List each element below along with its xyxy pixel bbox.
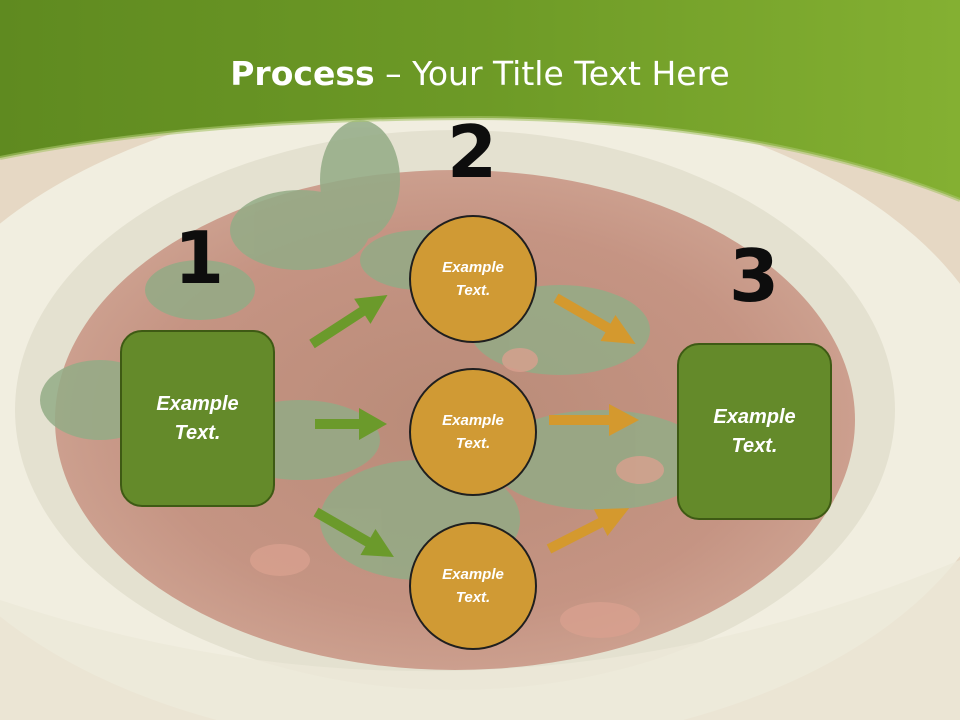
step-3-box: Example Text. xyxy=(677,343,832,520)
circle-top-label: Example Text. xyxy=(442,259,504,299)
step-2-circle-bottom: Example Text. xyxy=(409,522,537,650)
step-number-2: 2 xyxy=(446,110,498,194)
circle-middle-label: Example Text. xyxy=(442,412,504,452)
arrow-right-icon xyxy=(313,507,394,557)
arrow-right-icon xyxy=(309,294,388,349)
step-2-circle-top: Example Text. xyxy=(409,215,537,343)
step-2-circle-middle: Example Text. xyxy=(409,368,537,496)
circle-bottom-label: Example Text. xyxy=(442,566,504,606)
arrow-right-icon xyxy=(553,293,636,344)
step-number-1: 1 xyxy=(173,216,225,300)
step-1-label: Example Text. xyxy=(156,392,239,444)
step-number-3: 3 xyxy=(728,234,780,318)
step-3-label: Example Text. xyxy=(713,405,796,457)
title-rest: – Your Title Text Here xyxy=(374,54,730,93)
arrow-right-icon xyxy=(546,508,630,554)
arrow-right-icon xyxy=(315,408,387,440)
step-1-box: Example Text. xyxy=(120,330,275,507)
slide-title: Process – Your Title Text Here xyxy=(0,52,960,96)
title-bold: Process xyxy=(230,54,375,93)
arrow-right-icon xyxy=(549,404,639,436)
